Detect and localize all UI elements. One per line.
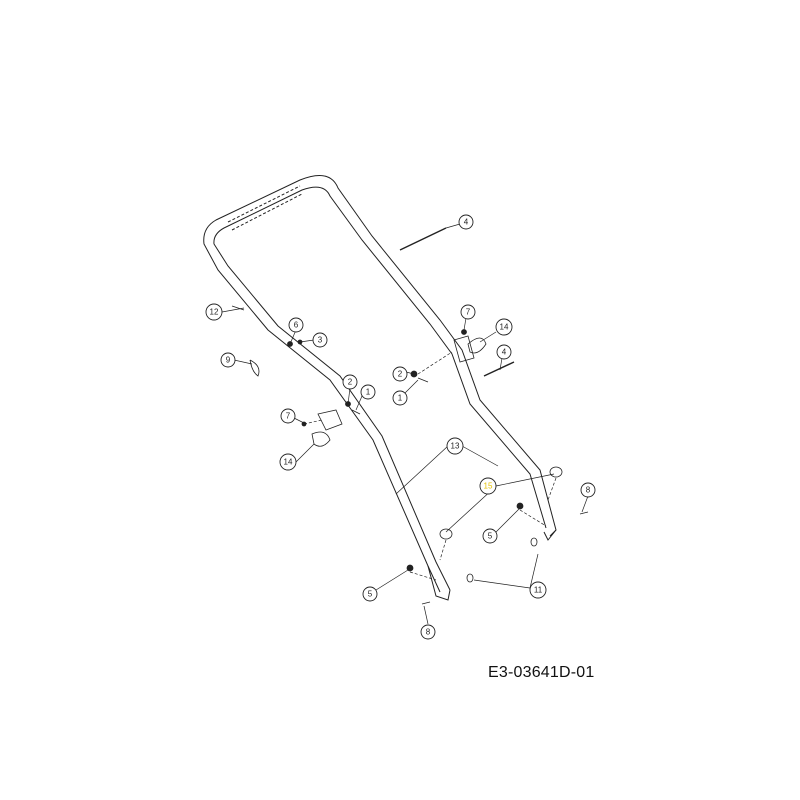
- svg-text:1: 1: [366, 388, 371, 397]
- svg-text:4: 4: [502, 348, 507, 357]
- callout-3: 3: [312, 332, 328, 348]
- hardware-parts: [231, 305, 589, 605]
- callout-13: 13: [446, 437, 464, 455]
- callout-12: 12: [205, 303, 223, 321]
- drawing-reference-number: E3-03641D-01: [488, 664, 595, 681]
- rod-part-4-lower: [483, 361, 515, 377]
- callout-5-left: 5: [362, 586, 378, 602]
- callout-2-left: 2: [342, 374, 358, 390]
- callout-2-right: 2: [392, 366, 408, 382]
- callout-1-left: 1: [360, 384, 376, 400]
- callout-7-left: 7: [280, 408, 296, 424]
- svg-text:14: 14: [284, 458, 293, 467]
- svg-text:7: 7: [466, 308, 471, 317]
- svg-text:12: 12: [210, 308, 219, 317]
- svg-text:8: 8: [586, 486, 591, 495]
- svg-text:13: 13: [451, 442, 460, 451]
- svg-text:3: 3: [318, 336, 323, 345]
- svg-text:1: 1: [398, 394, 403, 403]
- svg-text:9: 9: [226, 356, 231, 365]
- callout-8-left: 8: [420, 624, 436, 640]
- callout-8-right: 8: [580, 482, 596, 498]
- callout-9: 9: [220, 352, 236, 368]
- svg-text:4: 4: [464, 218, 469, 227]
- svg-text:2: 2: [398, 370, 403, 379]
- svg-text:5: 5: [488, 532, 493, 541]
- rod-part-4-upper: [399, 227, 447, 251]
- callout-4-upper: 4: [458, 214, 474, 230]
- svg-text:8: 8: [426, 628, 431, 637]
- leader-lines: [221, 223, 589, 625]
- svg-text:5: 5: [368, 590, 373, 599]
- callout-15: 15: [479, 477, 497, 495]
- svg-text:7: 7: [286, 412, 291, 421]
- callout-11: 11: [529, 581, 547, 599]
- callout-4-lower: 4: [496, 344, 512, 360]
- callout-6: 6: [288, 317, 304, 333]
- svg-text:11: 11: [534, 586, 543, 595]
- callout-14-right: 14: [495, 318, 513, 336]
- svg-text:14: 14: [500, 323, 509, 332]
- svg-text:2: 2: [348, 378, 353, 387]
- callout-5-right: 5: [482, 528, 498, 544]
- svg-text:6: 6: [294, 321, 299, 330]
- callout-14-left: 14: [279, 453, 297, 471]
- handle-frame: [203, 175, 557, 601]
- svg-text:15: 15: [484, 482, 493, 491]
- callout-1-right: 1: [392, 390, 408, 406]
- callout-7-right: 7: [460, 304, 476, 320]
